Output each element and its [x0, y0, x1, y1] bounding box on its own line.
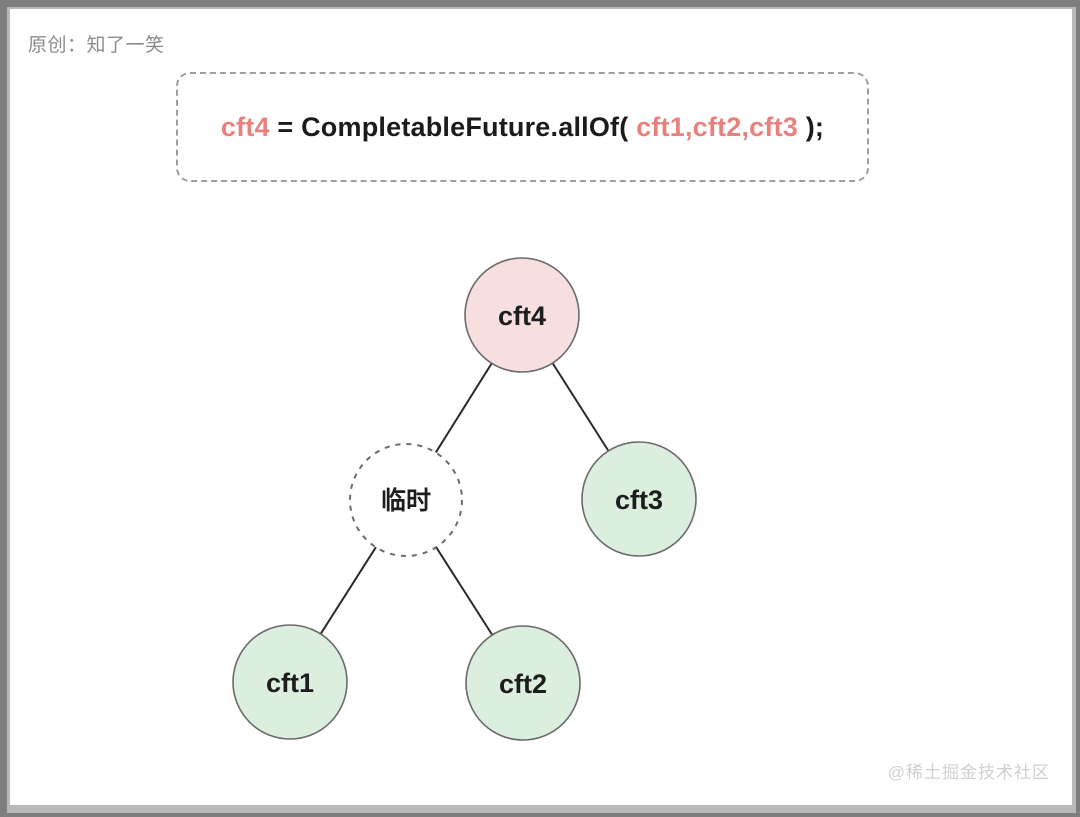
- node-circle-cft4[interactable]: [464, 257, 580, 373]
- code-arguments-identifiers: cft1,cft2,cft3: [636, 111, 798, 142]
- tree-graph: cft4 临时 cft3 cft1 cft2: [232, 257, 697, 741]
- node-circle-cft2[interactable]: [465, 625, 581, 741]
- diagram-canvas: 原创：知了一笑 cft4 = CompletableFuture.allOf( …: [10, 9, 1072, 805]
- edge-temp-to-cft1: [319, 546, 377, 635]
- credit-text: 原创：知了一笑: [28, 35, 165, 56]
- code-tail-text: );: [798, 111, 825, 142]
- edge-layer: [319, 362, 610, 636]
- node-temp[interactable]: 临时: [349, 443, 463, 557]
- node-cft4[interactable]: cft4: [464, 257, 580, 373]
- code-expression-line: cft4 = CompletableFuture.allOf( cft1,cft…: [221, 112, 824, 143]
- edge-cft4-to-cft3: [551, 362, 610, 452]
- code-target-identifier: cft4: [220, 111, 270, 142]
- node-cft3[interactable]: cft3: [581, 441, 697, 557]
- code-operator-text: = CompletableFuture.allOf(: [269, 111, 637, 142]
- edge-temp-to-cft2: [435, 546, 494, 636]
- node-label-cft3: cft3: [615, 485, 663, 515]
- node-label-cft1: cft1: [266, 668, 314, 698]
- node-layer: cft4 临时 cft3 cft1 cft2: [232, 257, 697, 741]
- node-cft1[interactable]: cft1: [232, 624, 348, 740]
- node-label-cft2: cft2: [499, 669, 547, 699]
- node-label-temp: 临时: [381, 486, 431, 515]
- node-cft2[interactable]: cft2: [465, 625, 581, 741]
- node-circle-cft1[interactable]: [232, 624, 348, 740]
- node-circle-temp[interactable]: [349, 443, 463, 557]
- edge-cft4-to-temp: [434, 362, 493, 454]
- code-expression-box: cft4 = CompletableFuture.allOf( cft1,cft…: [176, 72, 869, 182]
- node-label-cft4: cft4: [498, 301, 546, 331]
- node-circle-cft3[interactable]: [581, 441, 697, 557]
- watermark-text: @稀土掘金技术社区: [887, 763, 1050, 782]
